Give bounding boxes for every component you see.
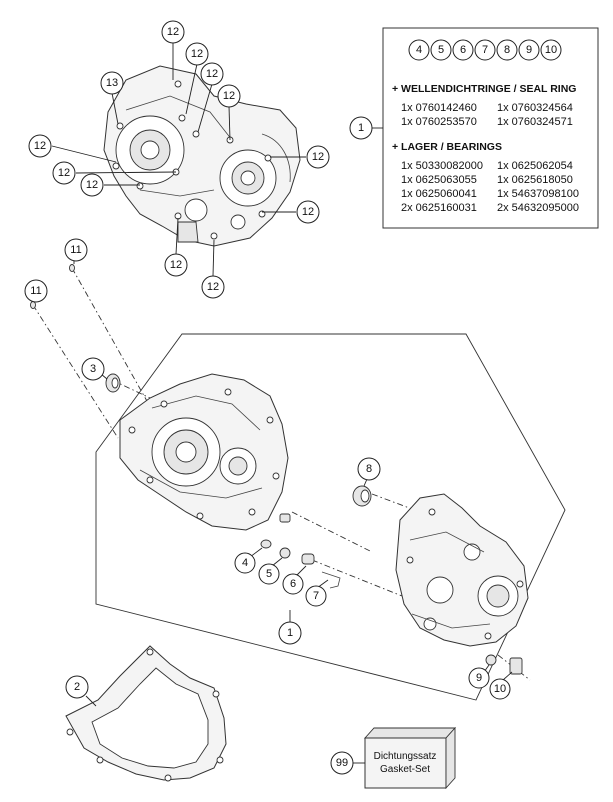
svg-text:12: 12	[34, 140, 46, 152]
seal-line-2-right: 1x 0760324571	[497, 116, 573, 128]
callout-12-g: 12	[80, 173, 104, 197]
svg-text:12: 12	[223, 90, 235, 102]
callout-13: 13	[100, 71, 124, 95]
top-view-callouts: 12 12 12 12 13 12 12 12 12 12 12 12	[28, 20, 330, 299]
bearing-line-4-right: 2x 54632095000	[497, 202, 579, 214]
svg-text:11: 11	[30, 285, 41, 297]
svg-text:5: 5	[438, 44, 444, 56]
svg-text:11: 11	[70, 244, 81, 256]
callout-11-b: 11	[24, 279, 48, 303]
left-crankcase-half	[119, 373, 289, 531]
gasket-set-label-de: Dichtungssatz	[374, 751, 437, 762]
svg-text:8: 8	[366, 463, 372, 475]
callout-3: 3	[81, 357, 105, 381]
callout-2: 2	[65, 675, 89, 699]
callout-99: 99	[330, 751, 354, 775]
callout-11-a: 11	[64, 238, 88, 262]
svg-text:12: 12	[170, 259, 182, 271]
callout-6: 6	[282, 573, 304, 595]
bearing-line-1-right: 1x 0625062054	[497, 160, 573, 172]
callout-7: 7	[305, 585, 327, 607]
svg-text:8: 8	[504, 44, 510, 56]
svg-text:1: 1	[358, 122, 364, 134]
svg-text:12: 12	[312, 151, 324, 163]
svg-text:12: 12	[191, 48, 203, 60]
parts-info-box: 1 4 5 6 7 8 9 10 + WELLENDICHTRINGE / SE…	[349, 27, 599, 229]
seal-line-2-left: 1x 0760253570	[401, 116, 477, 128]
svg-text:2: 2	[74, 681, 80, 693]
svg-text:9: 9	[476, 672, 482, 684]
callout-12-j: 12	[164, 253, 188, 277]
callout-12-f: 12	[52, 161, 76, 185]
top-view-leaders	[51, 42, 306, 277]
svg-text:7: 7	[313, 590, 319, 602]
svg-text:12: 12	[206, 68, 218, 80]
seal-ring-heading: + WELLENDICHTRINGE / SEAL RING	[392, 83, 576, 95]
seal-ring-3	[100, 373, 121, 393]
callout-12-b: 12	[185, 42, 209, 66]
bearing-line-3-right: 1x 54637098100	[497, 188, 579, 200]
callout-12-h: 12	[306, 145, 330, 169]
callout-12-i: 12	[296, 200, 320, 224]
seal-line-1-right: 1x 0760324564	[497, 102, 573, 114]
bearing-line-2-left: 1x 0625063055	[401, 174, 477, 186]
bearing-line-1-left: 1x 50330082000	[401, 160, 483, 172]
svg-text:6: 6	[290, 578, 296, 590]
box-number-9: 9	[518, 39, 540, 61]
gasket-2	[65, 645, 227, 782]
callout-1: 1	[278, 621, 302, 645]
seal-line-1-left: 1x 0760142460	[401, 102, 477, 114]
box-number-4: 4	[408, 39, 430, 61]
svg-text:12: 12	[58, 167, 70, 179]
svg-text:4: 4	[416, 44, 422, 56]
parts-9-10	[483, 654, 523, 681]
svg-text:12: 12	[302, 206, 314, 218]
svg-text:13: 13	[106, 77, 118, 89]
callout-12-d: 12	[217, 84, 241, 108]
callout-12-k: 12	[201, 275, 225, 299]
svg-text:12: 12	[167, 26, 179, 38]
callout-12-e: 12	[28, 134, 52, 158]
svg-text:9: 9	[526, 44, 532, 56]
svg-text:12: 12	[86, 179, 98, 191]
svg-text:6: 6	[460, 44, 466, 56]
box-number-5: 5	[430, 39, 452, 61]
callout-9: 9	[468, 667, 490, 689]
box-number-8: 8	[496, 39, 518, 61]
svg-text:5: 5	[266, 568, 272, 580]
svg-text:7: 7	[482, 44, 488, 56]
callout-5: 5	[258, 563, 280, 585]
svg-text:10: 10	[545, 44, 557, 56]
right-crankcase-half	[395, 493, 529, 647]
svg-text:4: 4	[242, 557, 248, 569]
crankcase-top-view	[103, 65, 301, 247]
box-number-10: 10	[540, 39, 562, 61]
svg-text:99: 99	[336, 757, 348, 769]
svg-text:3: 3	[90, 363, 96, 375]
callout-1-box: 1	[349, 116, 373, 140]
box-number-6: 6	[452, 39, 474, 61]
bearing-line-2-right: 1x 0625618050	[497, 174, 573, 186]
bearing-8	[352, 478, 372, 507]
callout-4: 4	[234, 552, 256, 574]
callout-8: 8	[357, 457, 381, 481]
callout-10: 10	[489, 678, 511, 700]
assembly-frame	[95, 333, 566, 701]
svg-text:1: 1	[287, 627, 293, 639]
callout-12-c: 12	[200, 62, 224, 86]
bearings-heading: + LAGER / BEARINGS	[392, 141, 502, 153]
svg-text:12: 12	[207, 281, 219, 293]
box-number-7: 7	[474, 39, 496, 61]
callout-12-a: 12	[161, 20, 185, 44]
gasket-set-label-en: Gasket-Set	[380, 764, 430, 775]
small-parts-4-7	[249, 513, 341, 589]
gasket-set-box: Dichtungssatz Gasket-Set	[353, 726, 457, 790]
bearing-line-4-left: 2x 0625160031	[401, 202, 477, 214]
svg-text:10: 10	[494, 683, 506, 695]
bearing-line-3-left: 1x 0625060041	[401, 188, 477, 200]
